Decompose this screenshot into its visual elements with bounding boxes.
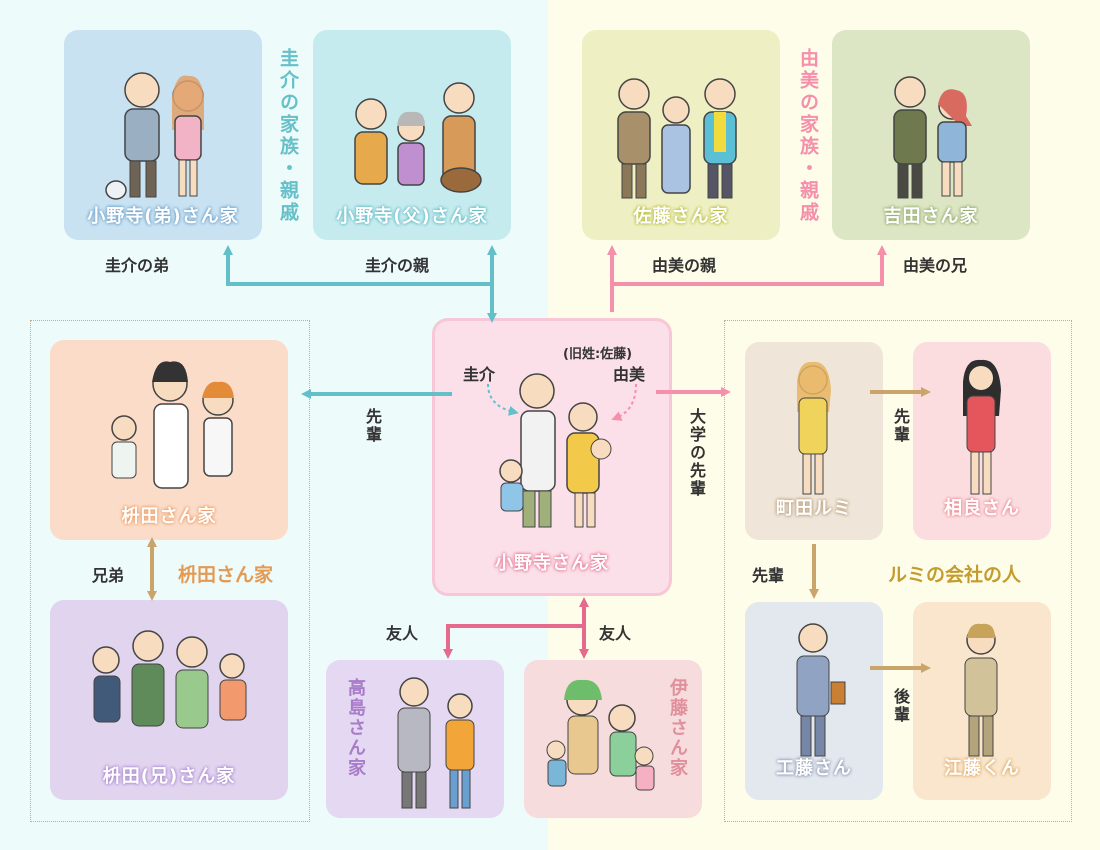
card-label: 佐藤さん家 (633, 206, 729, 227)
person-illustration-icon (796, 623, 846, 757)
card-label: 相良さん (944, 498, 1020, 519)
yoshida-card[interactable]: 吉田さん家 (832, 30, 1030, 240)
keisuke-family-title: 圭介の家族・親戚 (277, 48, 299, 224)
machida-card[interactable]: 町田ルミ (745, 342, 883, 540)
card-label: 吉田さん家 (883, 206, 979, 227)
family-illustration-icon (105, 72, 204, 200)
card-label: 小野寺(弟)さん家 (87, 206, 239, 227)
eto-card[interactable]: 江藤くん (913, 602, 1051, 800)
friend-right-label: 友人 (599, 624, 632, 643)
keisuke-parents-label: 圭介の親 (365, 256, 430, 275)
person-illustration-icon (964, 623, 998, 757)
onodera-father-card[interactable]: 小野寺(父)さん家 (313, 30, 511, 240)
card-label: 枡田さん家 (121, 506, 217, 527)
person-illustration-icon (797, 361, 831, 495)
yumi-family-title: 由美の家族・親戚 (797, 48, 819, 224)
masuda-elder-card[interactable]: 枡田(兄)さん家 (50, 600, 288, 800)
masuda-group-border (30, 320, 310, 822)
brothers-label: 兄弟 (92, 566, 125, 585)
onodera-brother-card[interactable]: 小野寺(弟)さん家 (64, 30, 262, 240)
card-label: 伊藤さん家 (667, 678, 688, 778)
yumi-label: 由美 (613, 365, 646, 384)
family-illustration-icon (546, 679, 655, 791)
yumi-brother-label: 由美の兄 (903, 256, 968, 275)
masuda-section-title: 枡田さん家 (178, 564, 274, 586)
arrow-keisuke-brother (223, 245, 490, 286)
pointer-keisuke (487, 383, 519, 416)
sato-card[interactable]: 佐藤さん家 (582, 30, 780, 240)
masuda-card[interactable]: 枡田さん家 (50, 340, 288, 540)
pointer-yumi (611, 383, 637, 421)
family-illustration-icon (893, 76, 972, 199)
card-label: 町田ルミ (776, 498, 852, 519)
senpai-aira-label: 先輩 (891, 408, 910, 444)
person-illustration-icon (963, 359, 1001, 495)
family-illustration-icon (92, 630, 247, 729)
onodera-main-card[interactable]: 圭介 (旧姓:佐藤) 由美 小野寺さん家 (432, 318, 672, 596)
senpai-masuda-label: 先輩 (363, 408, 382, 444)
family-illustration-icon (397, 677, 475, 809)
family-illustration-icon (354, 82, 482, 193)
card-label: 小野寺(父)さん家 (336, 206, 488, 227)
card-label: 枡田(兄)さん家 (102, 766, 236, 787)
arrow-yumi-brother (612, 245, 887, 286)
keisuke-label: 圭介 (463, 365, 496, 384)
keisuke-brother-label: 圭介の弟 (105, 256, 170, 275)
yumi-parents-label: 由美の親 (652, 256, 717, 275)
friend-left-label: 友人 (386, 624, 419, 643)
card-label: 高島さん家 (345, 678, 366, 778)
aira-card[interactable]: 相良さん (913, 342, 1051, 540)
kudo-card[interactable]: 工藤さん (745, 602, 883, 800)
kohai-eto-label: 後輩 (891, 688, 910, 724)
arrow-friend-takashima (443, 624, 584, 659)
ito-card[interactable]: 伊藤さん家 (524, 660, 702, 818)
takashima-card[interactable]: 高島さん家 (326, 660, 504, 818)
card-label: 江藤くん (944, 758, 1020, 779)
rumi-company-title: ルミの会社の人 (888, 564, 1022, 586)
rumi-company-border (724, 320, 1072, 822)
university-senpai-label: 大学の先輩 (687, 408, 706, 498)
card-label: 工藤さん (776, 758, 852, 779)
family-illustration-icon (111, 361, 234, 489)
family-illustration-icon (499, 373, 612, 528)
card-label: 小野寺さん家 (495, 553, 609, 574)
maiden-name-note: (旧姓:佐藤) (563, 347, 633, 362)
family-illustration-icon (617, 78, 737, 199)
senpai-kudo-label: 先輩 (752, 566, 785, 585)
